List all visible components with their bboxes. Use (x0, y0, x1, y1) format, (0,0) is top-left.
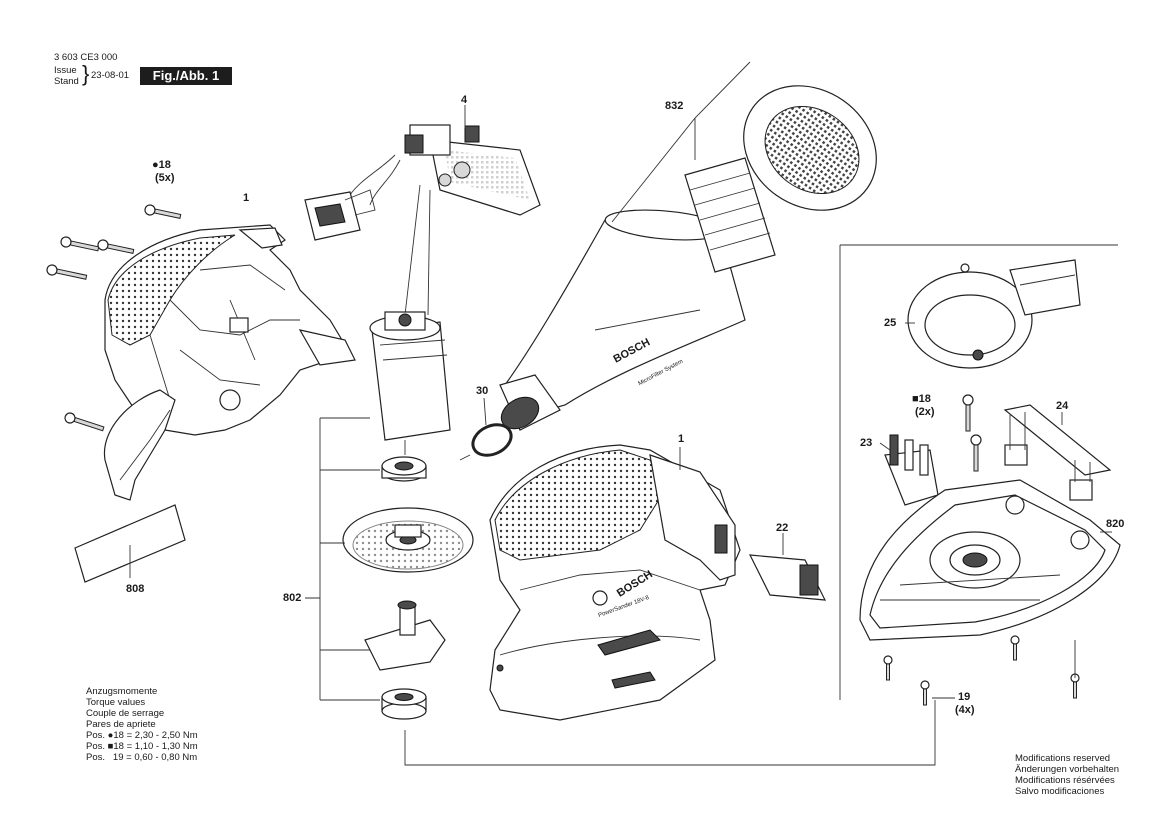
part-23 (879, 434, 939, 506)
callout-22: 22 (776, 522, 789, 534)
screw-18-group-right (962, 394, 982, 472)
callout-18-round: ●18 (152, 159, 171, 171)
torque-row-18-square: Pos. ■18 = 1,10 - 1,30 Nm (86, 741, 198, 752)
eccentric-part (364, 600, 446, 671)
screw-19-group (883, 635, 1080, 706)
torque-row-19: Pos. 19 = 0,60 - 0,80 Nm (86, 752, 198, 763)
filter-element (684, 157, 776, 273)
doc-number: 3 603 CE3 000 (54, 52, 118, 63)
bracket-802 (305, 418, 380, 701)
brace: } (82, 61, 90, 86)
callout-19-qty: (4x) (955, 704, 975, 716)
modifications-fr: Modifications résérvées (1015, 775, 1115, 786)
base-plate-820 (859, 479, 1121, 641)
callout-1-main: 1 (678, 433, 685, 445)
switch-part (304, 189, 376, 241)
leader-832 (611, 61, 751, 223)
motor-part (320, 311, 451, 455)
bearing-bottom (381, 688, 427, 720)
callout-19: 19 (958, 691, 971, 703)
electronics-module-4 (349, 105, 541, 316)
fan-part (342, 507, 474, 573)
callout-1-top: 1 (243, 192, 250, 204)
part-24 (1003, 404, 1112, 501)
callout-24: 24 (1056, 400, 1069, 412)
callout-30: 30 (476, 385, 489, 397)
o-ring-30 (459, 397, 513, 461)
issue-date: 23-08-01 (91, 70, 130, 81)
modifications-en: Modifications reserved (1015, 753, 1111, 764)
dust-adapter-25 (905, 259, 1081, 369)
label-plate-808 (74, 504, 186, 583)
dust-box-832 (499, 209, 746, 431)
housing-half-part-1 (104, 224, 356, 436)
callout-4: 4 (461, 94, 468, 106)
torque-line-de: Anzugsmomente (86, 686, 158, 697)
screw-18-group-left (46, 204, 182, 432)
callout-808: 808 (126, 583, 145, 595)
modifications-es: Salvo modificaciones (1015, 786, 1105, 797)
torque-line-fr: Couple de serrage (86, 708, 165, 719)
modifications-block: Modifications reserved Änderungen vorbeh… (1015, 753, 1119, 797)
torque-values-block: Anzugsmomente Torque values Couple de se… (86, 686, 198, 763)
part-22 (748, 533, 827, 601)
modifications-de: Änderungen vorbehalten (1015, 764, 1120, 775)
stand-label: Stand (54, 76, 79, 87)
callout-802: 802 (283, 592, 302, 604)
main-body-part-1 (489, 444, 741, 721)
issue-label: Issue (54, 65, 77, 76)
callout-18-round-qty: (5x) (155, 172, 175, 184)
callout-832: 832 (665, 100, 684, 112)
torque-row-18-round: Pos. ●18 = 2,30 - 2,50 Nm (86, 730, 198, 741)
torque-line-es: Pares de apriete (86, 719, 156, 730)
dust-box-lid (743, 85, 877, 211)
callout-23: 23 (860, 437, 873, 449)
bearing-top (381, 456, 427, 482)
frame-lines (404, 244, 1118, 766)
torque-line-en: Torque values (86, 697, 146, 708)
figure-badge: Fig./Abb. 1 (140, 67, 232, 85)
callout-25: 25 (884, 317, 897, 329)
callout-820: 820 (1106, 518, 1125, 530)
callout-18-square-qty: (2x) (915, 406, 935, 418)
callout-18-square: ■18 (912, 393, 931, 405)
lower-shell-part (103, 389, 176, 501)
